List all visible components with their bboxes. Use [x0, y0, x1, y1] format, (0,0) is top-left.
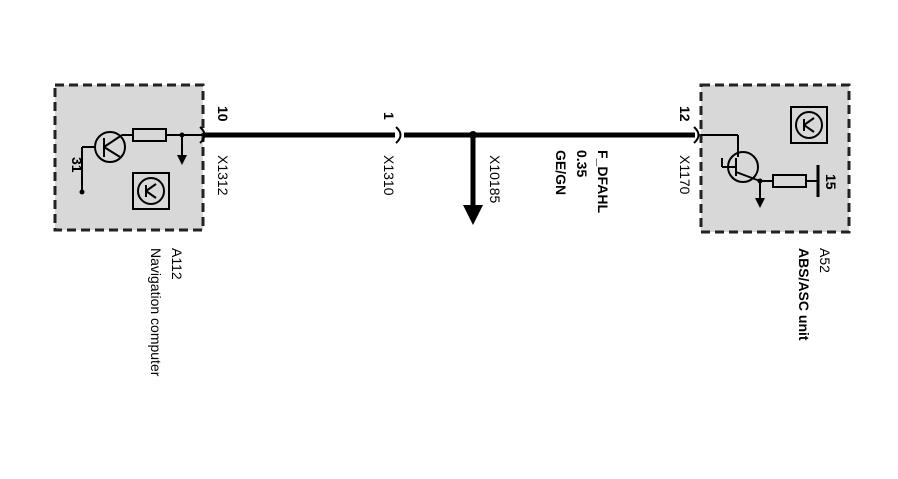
wire-signal-label: F_DFAHL	[595, 150, 611, 213]
connector-2-pin: 1	[381, 112, 397, 120]
right-transistor-symbol	[701, 134, 761, 183]
main-wire	[199, 126, 700, 144]
connector-4-name: X1170	[677, 155, 693, 195]
abs-asc-module: 15	[699, 83, 851, 234]
wire-color-label: GE/GN	[553, 150, 569, 195]
connector-1-pin: 10	[215, 106, 231, 122]
right-diagnostic-icon	[790, 106, 828, 144]
wire-gauge-label: 0.35	[574, 150, 590, 177]
right-pin-label: 15	[823, 174, 839, 190]
left-module-id: A112	[169, 248, 185, 280]
left-module-name: Navigation computer	[148, 248, 164, 377]
left-transistor-symbol	[79, 131, 133, 195]
connector-4-pin: 12	[677, 106, 693, 122]
connector-2-name: X1310	[381, 155, 397, 196]
splice-x10185	[463, 131, 483, 225]
left-diagnostic-icon	[132, 172, 170, 210]
navigation-computer-module: 31	[53, 83, 205, 232]
right-module-name: ABS/ASC unit	[796, 248, 812, 341]
connector-3-name: X10185	[487, 155, 503, 203]
right-resistor-symbol	[755, 165, 820, 208]
connector-1-name: X1312	[215, 155, 231, 196]
left-resistor-symbol	[132, 128, 203, 165]
right-module-id: A52	[817, 248, 833, 273]
ground-pin-label: 31	[69, 157, 85, 173]
